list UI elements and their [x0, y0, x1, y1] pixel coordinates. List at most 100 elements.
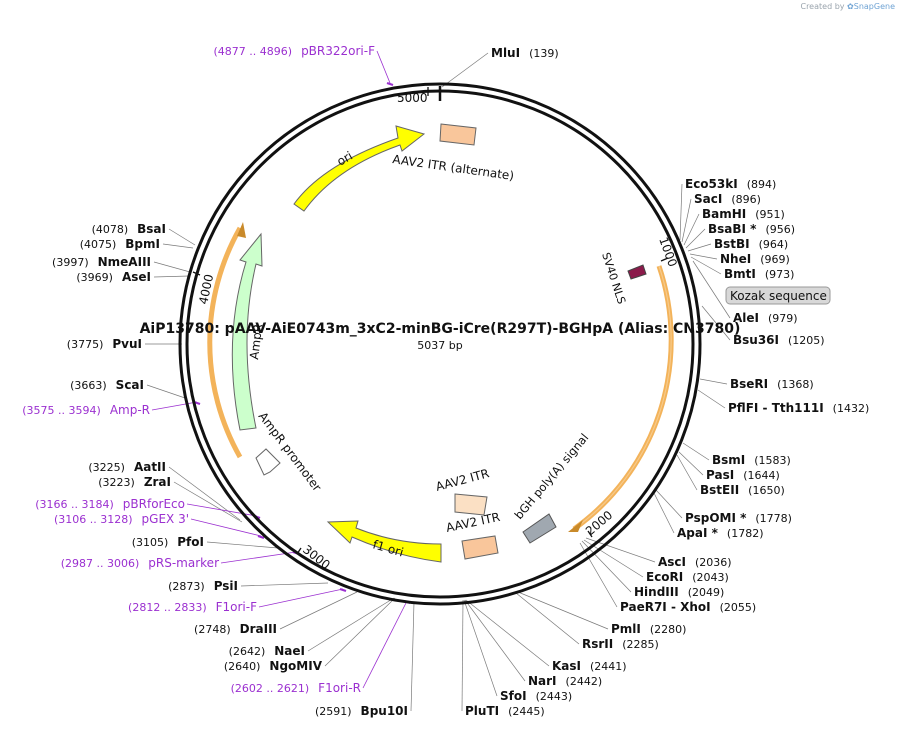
site-leader	[687, 243, 712, 252]
site-leader	[465, 599, 550, 667]
restriction-site-rsrii: RsrII(2285)	[582, 637, 659, 651]
brand-prefix: Created by	[800, 2, 845, 11]
site-leader	[685, 228, 706, 249]
site-leader	[279, 591, 358, 630]
site-leader	[699, 378, 728, 385]
site-leader	[410, 601, 415, 712]
tick-label-2000: 2000	[583, 508, 615, 538]
cds-arc-right	[572, 265, 674, 532]
site-leader	[692, 260, 731, 319]
primer-pbrforeco: (3166 .. 3184)pBRforEco	[35, 497, 185, 511]
aav2-itr-alternate-box	[439, 123, 477, 146]
primer-binding-mark	[339, 587, 347, 593]
restriction-site-bsmi: BsmI(1583)	[712, 453, 791, 467]
site-leader	[689, 253, 718, 260]
restriction-site-pvui: (3775)PvuI	[67, 337, 142, 351]
restriction-site-asei: (3969)AseI	[76, 270, 151, 284]
site-leader	[697, 389, 726, 409]
snapgene-logo-icon: ✿	[847, 2, 854, 11]
site-leader	[324, 597, 396, 667]
aav2-itr-box-1	[454, 493, 488, 516]
restriction-site-asci: AscI(2036)	[658, 555, 732, 569]
site-leader	[682, 442, 710, 461]
site-leader	[679, 183, 683, 241]
ampr-label: AmpR	[247, 323, 265, 360]
restriction-site-bsai: (4078)BsaI	[92, 222, 166, 236]
site-leader	[463, 599, 498, 697]
primer-leader	[151, 401, 198, 411]
primer-leader	[220, 551, 297, 564]
site-leader	[678, 451, 704, 476]
site-leader	[162, 243, 194, 249]
plasmid-title: AiP13780: pAAV-AiE0743m_3xC2-minBG-iCre(…	[140, 321, 741, 337]
site-leader	[461, 599, 464, 712]
aav2-itr-alternate-label: AAV2 ITR (alternate)	[392, 152, 515, 183]
ori-arrow	[293, 125, 426, 212]
site-leader	[146, 384, 186, 399]
restriction-site-sfoi: SfoI(2443)	[500, 689, 572, 703]
restriction-site-bsu36i: Bsu36I(1205)	[733, 333, 825, 347]
f1-ori-arrow	[326, 520, 442, 563]
site-leader	[168, 228, 196, 246]
restriction-site-aatii: (3225)AatII	[88, 460, 166, 474]
brand-name: SnapGene	[853, 2, 895, 11]
restriction-site-nari: NarI(2442)	[528, 674, 602, 688]
primer-leader-lines	[151, 50, 411, 689]
site-leader-lines	[145, 52, 731, 712]
site-leader	[690, 256, 722, 275]
restriction-site-draiii: (2748)DraIII	[194, 622, 277, 636]
tick-label-1000: 1000	[656, 235, 680, 268]
restriction-site-bsabi-: BsaBI *(956)	[708, 222, 795, 236]
restriction-site-saci: SacI(896)	[694, 192, 761, 206]
restriction-site-bamhi: BamHI(951)	[702, 207, 785, 221]
site-leader	[307, 597, 395, 652]
site-leader	[173, 481, 243, 523]
site-leader	[517, 591, 609, 630]
aav2-itr-label-1: AAV2 ITR	[434, 466, 491, 494]
snapgene-watermark: Created by ✿SnapGene	[800, 2, 895, 11]
restriction-site-ngomiv: (2640)NgoMIV	[224, 659, 323, 673]
primer-f1ori-f: (2812 .. 2833)F1ori-F	[128, 600, 257, 614]
site-leader	[653, 492, 675, 534]
site-leader	[441, 52, 489, 88]
restriction-site-mlui: MluI(139)	[491, 46, 559, 60]
restriction-site-ecori: EcoRI(2043)	[646, 570, 729, 584]
site-leader	[581, 540, 632, 593]
sv40-nls-label: SV40 NLS	[599, 251, 628, 306]
restriction-site-hindiii: HindIII(2049)	[634, 585, 724, 599]
restriction-site-pflfi-tth111i: PflFI - Tth111I(1432)	[728, 401, 869, 415]
restriction-site-alei: AleI(979)	[733, 311, 798, 325]
primer-binding-mark	[257, 534, 265, 540]
site-leader	[153, 275, 190, 278]
restriction-site-psii: (2873)PsiI	[168, 579, 238, 593]
ampr-promoter-arrow	[255, 448, 281, 476]
primer-pgex-3-: (3106 .. 3128)pGEX 3'	[54, 512, 189, 526]
restriction-site-bsteii: BstEII(1650)	[700, 483, 785, 497]
kozak-sequence-label: Kozak sequence	[730, 289, 827, 303]
site-leader	[655, 489, 683, 519]
kozak-sequence-box	[725, 286, 831, 305]
primer-binding-mark	[386, 81, 394, 87]
restriction-site-bseri: BseRI(1368)	[730, 377, 814, 391]
primer-leader	[190, 518, 262, 537]
restriction-site-scai: (3663)ScaI	[70, 378, 144, 392]
primer-labels: (4877 .. 4896)pBR322ori-F(3575 .. 3594)A…	[22, 44, 375, 695]
site-leader	[240, 582, 329, 587]
restriction-site-pspomi-: PspOMI *(1778)	[685, 511, 792, 525]
restriction-site-apai-: ApaI *(1782)	[677, 526, 763, 540]
restriction-site-kasi: KasI(2441)	[552, 659, 627, 673]
site-leader	[683, 213, 700, 246]
cds-arrow-head	[568, 520, 583, 532]
restriction-site-bstbi: BstBI(964)	[714, 237, 788, 251]
cds-arc-left	[207, 226, 243, 459]
site-leader	[206, 541, 279, 549]
sv40-nls-box	[627, 264, 647, 280]
restriction-site-pfoi: (3105)PfoI	[132, 535, 204, 549]
restriction-site-paer7i-xhoi: PaeR7I - XhoI(2055)	[620, 600, 756, 614]
ruler	[192, 86, 669, 555]
restriction-site-zrai: (3223)ZraI	[98, 475, 171, 489]
restriction-site-pmli: PmlI(2280)	[611, 622, 686, 636]
plasmid-length: 5037 bp	[417, 339, 462, 352]
site-leader	[515, 592, 580, 645]
